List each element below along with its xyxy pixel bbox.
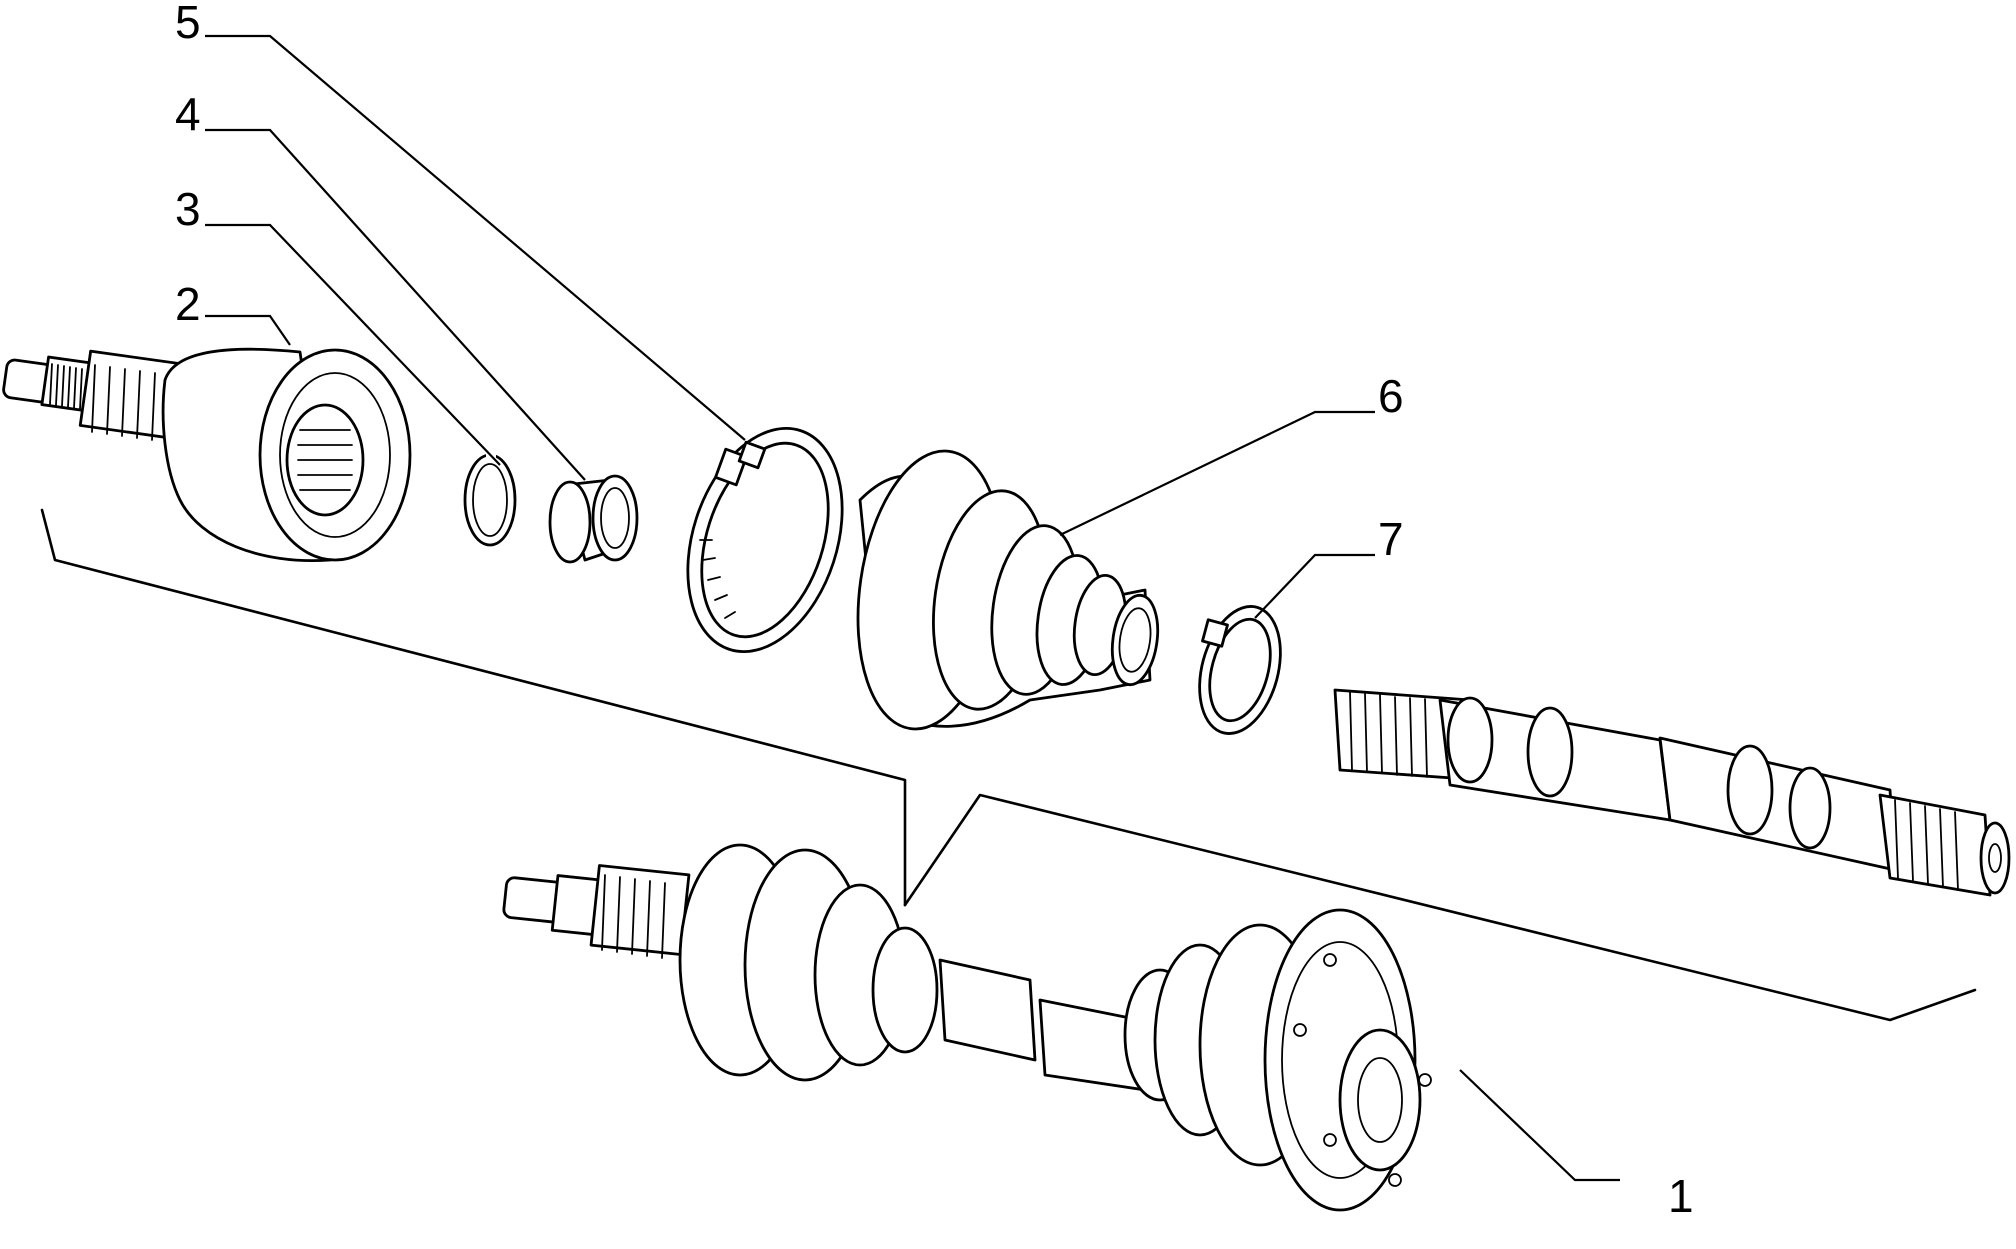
leader-3: [205, 223, 501, 466]
callout-7: 7: [1378, 513, 1404, 565]
leader-4: [205, 128, 586, 481]
leader-2: [205, 314, 291, 346]
small-boot-clamp: [1198, 605, 1282, 735]
leader-6: [1059, 410, 1375, 536]
callout-2: 2: [175, 278, 201, 330]
callout-6: 6: [1378, 370, 1404, 422]
leader-5: [205, 34, 746, 441]
snap-ring: [463, 448, 517, 547]
cv-boot: [856, 449, 1160, 731]
assembly-bracket: [40, 508, 1977, 1022]
callout-1: 1: [1668, 1170, 1694, 1222]
leader-lines: [205, 34, 1620, 1182]
bushing: [548, 474, 639, 564]
cv-joint-housing: [2, 347, 412, 563]
callout-3: 3: [175, 183, 201, 235]
leader-1: [1459, 1069, 1620, 1182]
drive-shaft-assembly: [502, 843, 1432, 1212]
callout-4: 4: [175, 88, 201, 140]
intermediate-shaft: [1333, 688, 2011, 897]
callout-labels: 1 2 3 4 5 6 7: [175, 0, 1694, 1222]
callout-5: 5: [175, 0, 201, 48]
large-boot-clamp: [686, 426, 844, 654]
leader-7: [1254, 553, 1375, 619]
